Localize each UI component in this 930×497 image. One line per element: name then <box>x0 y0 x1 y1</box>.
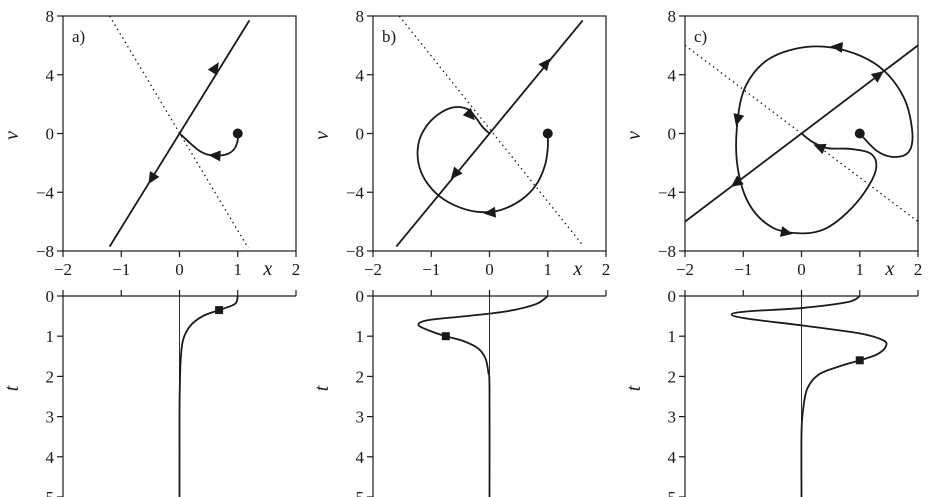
x-tick-label: 2 <box>292 260 301 279</box>
trajectory-arrow <box>779 226 793 237</box>
x-tick-label: −2 <box>364 260 382 279</box>
trajectory <box>416 106 549 214</box>
plot-area <box>730 296 888 497</box>
y-tick-label: 4 <box>668 448 677 467</box>
x-tick-label: 2 <box>602 260 611 279</box>
y-tick-label: 4 <box>356 66 365 85</box>
y-tick-label: 0 <box>356 287 365 306</box>
plot-area <box>685 41 918 237</box>
x-vs-t-curve <box>730 296 888 497</box>
panel-label: c) <box>694 27 707 46</box>
x-tick-label: −1 <box>112 260 130 279</box>
y-axis-label: v <box>623 131 645 140</box>
x-tick-label: −2 <box>676 260 694 279</box>
y-tick-label: −8 <box>36 242 54 261</box>
x-tick-label: 0 <box>797 260 806 279</box>
eigen-line-arrow <box>207 62 219 76</box>
trajectory-arrow <box>733 113 745 127</box>
y-axis-label: v <box>1 131 23 140</box>
x-tick-label: 0 <box>485 260 494 279</box>
y-axis-label: v <box>311 131 333 140</box>
y-tick-label: 3 <box>668 408 677 427</box>
trajectory-arrow <box>483 206 497 218</box>
eigen-line-arrow <box>870 71 884 83</box>
x-vs-t-curve <box>178 296 239 497</box>
start-point <box>542 128 553 139</box>
y-tick-label: 3 <box>46 408 55 427</box>
panel-label: a) <box>72 27 85 46</box>
phase-panel-3: −8 −4 0 4 8 −2 −1 0 1 2 x v c) <box>623 7 922 280</box>
panel-label: b) <box>382 27 396 46</box>
x-tick-label: −1 <box>422 260 440 279</box>
y-tick-label: −8 <box>346 242 364 261</box>
y-tick-label: 1 <box>356 327 365 346</box>
y-tick-label: 5 <box>668 488 677 497</box>
y-tick-label: 4 <box>668 66 677 85</box>
time-marker <box>215 306 224 315</box>
x-vs-t-curve <box>417 296 549 497</box>
y-tick-label: −4 <box>346 183 365 202</box>
x-tick-label: 2 <box>914 260 923 279</box>
y-axis-label: t <box>623 385 645 391</box>
y-tick-label: 5 <box>46 488 55 497</box>
trajectory-arrow <box>813 143 827 155</box>
plot-area <box>395 16 584 248</box>
y-tick-label: 8 <box>668 7 677 26</box>
trajectory <box>735 45 914 235</box>
eigen-line-arrow <box>148 171 160 185</box>
eigen-line-arrow <box>450 166 463 180</box>
time-marker <box>855 356 864 365</box>
y-tick-label: 2 <box>668 367 677 386</box>
y-tick-label: 2 <box>46 367 55 386</box>
plot-area <box>178 296 239 497</box>
y-tick-label: 1 <box>668 327 677 346</box>
x-axis-label: x <box>884 258 894 280</box>
eigen-line-arrow <box>538 58 551 72</box>
x-tick-label: −2 <box>54 260 72 279</box>
x-tick-label: 1 <box>234 260 243 279</box>
start-point <box>232 128 243 139</box>
y-tick-label: 0 <box>356 125 365 144</box>
start-point <box>854 128 865 139</box>
plot-area <box>417 296 549 497</box>
dotted-line <box>109 16 249 249</box>
y-tick-label: 0 <box>46 125 55 144</box>
phase-panel-1: −8 −4 0 4 8 −2 −1 0 1 2 x v a) <box>1 7 300 280</box>
x-tick-label: −1 <box>734 260 752 279</box>
x-tick-label: 1 <box>544 260 553 279</box>
y-axis-label: t <box>311 385 333 391</box>
plot-area <box>108 16 251 249</box>
trajectory <box>178 132 239 157</box>
y-tick-label: 4 <box>356 448 365 467</box>
y-tick-label: 2 <box>356 367 365 386</box>
trajectory-arrow <box>830 41 843 53</box>
y-tick-label: −4 <box>658 183 677 202</box>
y-axis-label: t <box>1 385 23 391</box>
y-tick-label: 8 <box>356 7 365 26</box>
y-tick-label: 0 <box>668 125 677 144</box>
phase-panel-2: −8 −4 0 4 8 −2 −1 0 1 2 x v b) <box>311 7 610 280</box>
y-tick-label: −4 <box>36 183 55 202</box>
x-axis-label: x <box>572 258 582 280</box>
y-tick-label: 8 <box>46 7 55 26</box>
x-axis-label: x <box>262 258 272 280</box>
y-tick-label: 3 <box>356 408 365 427</box>
time-panel-3: 0 1 2 3 4 5 t <box>623 287 919 497</box>
trajectory-arrow <box>208 150 221 162</box>
y-tick-label: 1 <box>46 327 55 346</box>
x-tick-label: 0 <box>175 260 184 279</box>
y-tick-label: 4 <box>46 448 55 467</box>
time-marker <box>441 332 450 341</box>
y-tick-label: 0 <box>668 287 677 306</box>
y-tick-label: 4 <box>46 66 55 85</box>
y-tick-label: 5 <box>356 488 365 497</box>
x-tick-label: 1 <box>856 260 865 279</box>
time-panel-1: 0 1 2 3 4 5 t <box>1 287 297 497</box>
time-panel-2: 0 1 2 3 4 5 t <box>311 287 607 497</box>
trajectory-arrow <box>462 107 475 121</box>
y-tick-label: 0 <box>46 287 55 306</box>
y-tick-label: −8 <box>658 242 676 261</box>
